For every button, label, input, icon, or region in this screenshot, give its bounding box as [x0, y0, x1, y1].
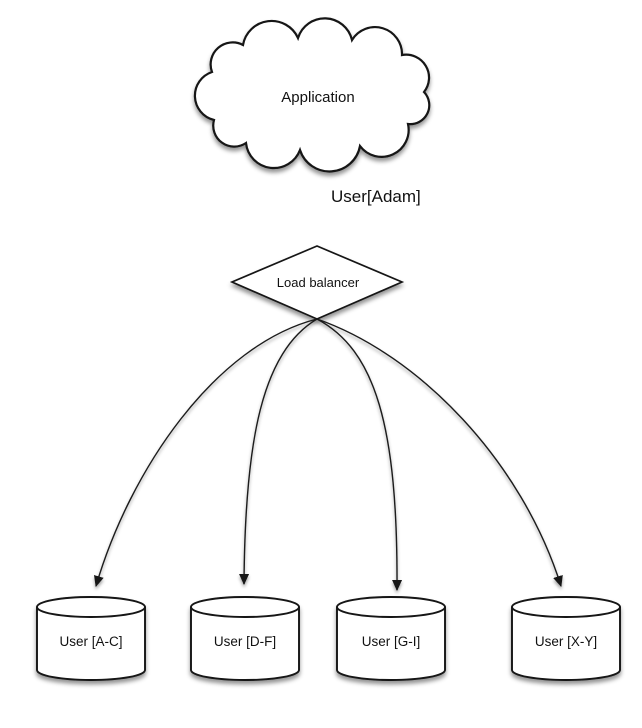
shard-node-a-c: User [A-C] — [36, 596, 146, 681]
shard-label: User [G-I] — [362, 634, 421, 649]
application-label: Application — [281, 89, 354, 106]
cylinder-top — [511, 596, 621, 618]
edge-to-shard-g-i — [316, 318, 403, 591]
cylinder-body — [336, 607, 446, 681]
shard-label: User [X-Y] — [535, 634, 597, 649]
load-balancer-label: Load balancer — [277, 275, 360, 290]
cylinder-top — [190, 596, 300, 618]
shard-edges — [94, 318, 563, 591]
cloud-shape — [193, 17, 431, 173]
load-balancer-node: Load balancer — [229, 245, 405, 320]
shard-label: User [A-C] — [59, 634, 122, 649]
edge-to-shard-a-c — [94, 318, 318, 587]
shard-node-d-f: User [D-F] — [190, 596, 300, 681]
shard-node-g-i: User [G-I] — [336, 596, 446, 681]
cylinder-top — [336, 596, 446, 618]
shard-node-x-y: User [X-Y] — [511, 596, 621, 681]
shard-label: User [D-F] — [214, 634, 276, 649]
cylinder-body — [190, 607, 300, 681]
application-node: Application — [193, 17, 431, 173]
request-edge-label: User[Adam] — [331, 187, 421, 206]
edge-to-shard-d-f — [239, 318, 318, 585]
edge-to-shard-x-y — [316, 318, 563, 587]
cylinder-top — [36, 596, 146, 618]
cylinder-body — [511, 607, 621, 681]
cylinder-body — [36, 607, 146, 681]
